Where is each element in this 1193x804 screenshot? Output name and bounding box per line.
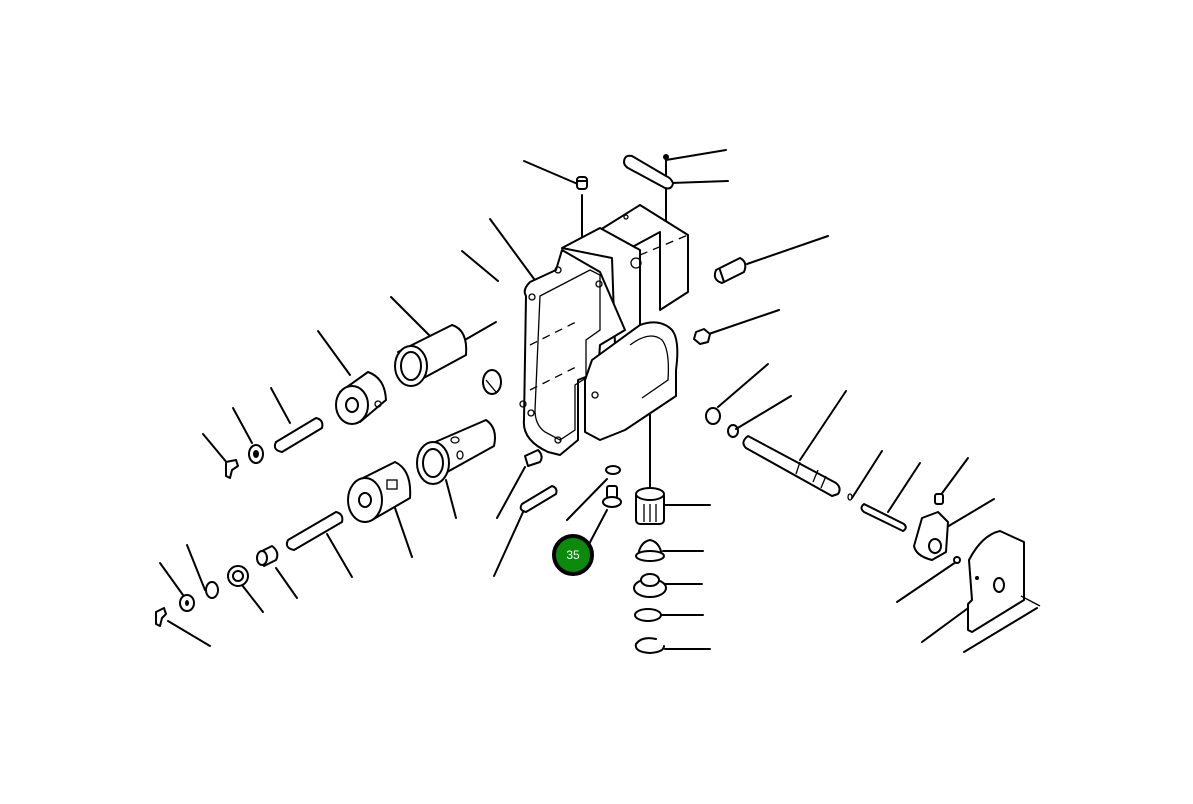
leader-line xyxy=(887,462,921,513)
small-o-ring-center[interactable] xyxy=(605,465,621,475)
leader-line xyxy=(394,507,413,558)
filter-element[interactable] xyxy=(635,487,665,525)
leader-line xyxy=(202,433,229,465)
plug-cap[interactable] xyxy=(633,573,667,598)
leader-line xyxy=(735,395,792,430)
plug-bolt[interactable] xyxy=(602,485,622,508)
spring[interactable] xyxy=(227,565,249,587)
threaded-pin[interactable] xyxy=(860,503,907,532)
lower-clip[interactable] xyxy=(155,607,167,627)
leader-line xyxy=(232,407,253,444)
leader-line xyxy=(746,235,829,265)
lower-collar[interactable] xyxy=(347,461,412,523)
top-bolt[interactable] xyxy=(576,176,588,190)
leader-line xyxy=(702,309,780,337)
leader-line xyxy=(496,466,526,519)
bushing[interactable] xyxy=(482,369,502,395)
lower-washer[interactable] xyxy=(179,594,195,612)
long-shaft[interactable] xyxy=(742,435,841,497)
snap-ring-upper[interactable] xyxy=(705,407,721,425)
leader-line xyxy=(799,390,847,461)
leader-line xyxy=(159,562,184,596)
stud[interactable] xyxy=(519,485,558,513)
leader-line xyxy=(461,250,499,282)
upper-sleeve[interactable] xyxy=(394,324,468,387)
upper-washer[interactable] xyxy=(248,444,264,464)
o-ring-small[interactable] xyxy=(727,424,739,438)
leader-line xyxy=(167,620,211,647)
lower-pin[interactable] xyxy=(285,511,344,551)
main-housing[interactable] xyxy=(519,204,689,456)
knurled-sleeve[interactable] xyxy=(713,257,747,284)
upper-collar[interactable] xyxy=(335,371,387,425)
leader-line xyxy=(665,149,727,161)
leader-line xyxy=(493,509,525,577)
threaded-cap[interactable] xyxy=(635,539,665,562)
leader-line xyxy=(717,363,769,408)
leader-line xyxy=(270,387,291,424)
snap-ring-bottom[interactable] xyxy=(634,637,665,654)
leader-line xyxy=(670,180,729,184)
leader-line xyxy=(390,296,431,337)
callout-number: 35 xyxy=(566,548,580,562)
small-dowel[interactable] xyxy=(524,449,543,467)
o-ring-bottom[interactable] xyxy=(634,608,662,622)
leader-line xyxy=(186,544,206,591)
leader-line xyxy=(851,450,883,499)
callout-leader-line xyxy=(587,509,608,547)
hex-nut[interactable] xyxy=(693,328,711,345)
leader-line xyxy=(921,602,976,643)
leader-line xyxy=(946,498,995,528)
leader-line xyxy=(566,478,608,521)
leader-line xyxy=(445,479,457,519)
lower-o-ring[interactable] xyxy=(205,581,219,599)
leader-line xyxy=(241,584,264,613)
top-bracket[interactable] xyxy=(623,154,674,190)
leader-line xyxy=(317,330,351,376)
leader-line xyxy=(489,218,538,284)
leader-line xyxy=(939,457,969,497)
leader-line xyxy=(275,567,298,599)
upper-clip[interactable] xyxy=(225,459,239,479)
leader-line xyxy=(523,160,581,186)
cotter-pin[interactable] xyxy=(847,493,853,501)
upper-pin[interactable] xyxy=(273,417,324,453)
grease-fitting[interactable] xyxy=(934,493,944,505)
lower-sleeve[interactable] xyxy=(416,419,496,485)
leader-line xyxy=(896,561,957,603)
leader-line xyxy=(326,533,353,578)
cover-plate[interactable] xyxy=(967,530,1041,633)
callout-35[interactable]: 35 xyxy=(552,534,594,576)
small-bolt-right[interactable] xyxy=(953,556,961,564)
clevis-block[interactable] xyxy=(913,511,949,561)
lower-spacer[interactable] xyxy=(256,545,279,567)
leader-line xyxy=(963,607,1038,653)
